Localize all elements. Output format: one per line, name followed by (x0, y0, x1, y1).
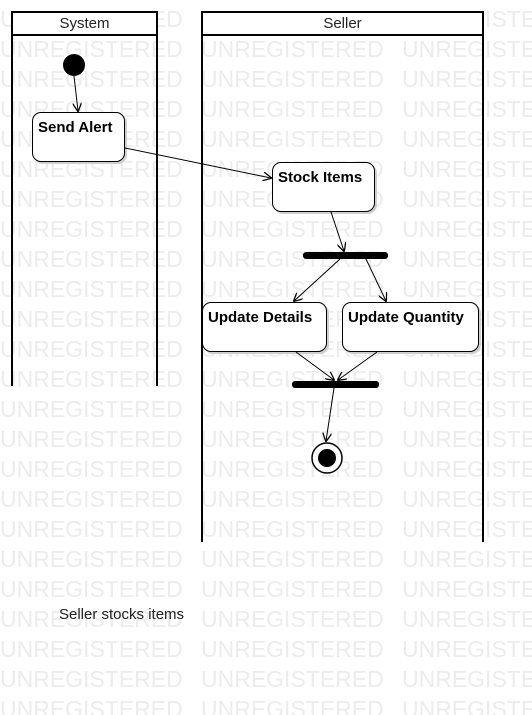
edge-initial-to-send-alert (74, 75, 78, 111)
lane-header-seller: Seller (201, 11, 484, 36)
edge-join-to-final (326, 387, 335, 441)
edge-fork-to-update-details (294, 258, 341, 301)
action-update-details[interactable]: Update Details (202, 302, 327, 352)
edge-update-details-to-join (295, 351, 334, 380)
lane-system-right-border (156, 36, 158, 386)
initial-node[interactable] (63, 54, 85, 76)
lane-seller-left-border (201, 36, 203, 542)
diagram-caption: Seller stocks items (59, 606, 185, 623)
action-update-quantity[interactable]: Update Quantity (342, 302, 479, 352)
final-node[interactable] (311, 442, 343, 474)
action-stock-items[interactable]: Stock Items (272, 162, 375, 212)
edge-fork-to-update-quantity (365, 258, 386, 301)
lane-seller-right-border (482, 36, 484, 542)
fork-bar[interactable] (303, 252, 388, 259)
lane-header-system: System (11, 11, 158, 36)
edge-update-quantity-to-join (338, 351, 378, 380)
action-send-alert[interactable]: Send Alert (32, 112, 125, 162)
edge-stock-items-to-fork (330, 211, 344, 251)
edge-send-alert-to-stock-items (124, 147, 271, 178)
lane-system-left-border (11, 36, 13, 386)
join-bar[interactable] (292, 381, 379, 388)
